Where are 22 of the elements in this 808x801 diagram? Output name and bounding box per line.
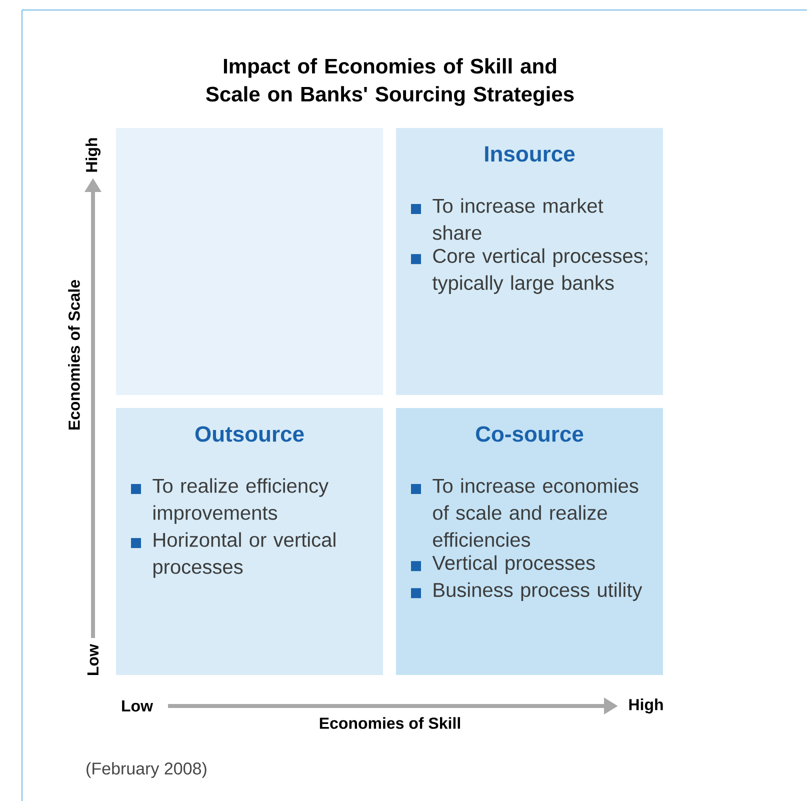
quadrant-heading: Insource: [485, 146, 575, 162]
axis-label: High: [629, 698, 663, 714]
quadrant-heading: Co-source: [476, 426, 584, 442]
title: Impact of Economies of Skill and Scale on Banks' Sourcing Strategies: [206, 58, 574, 106]
bullet-item: To realize efficiency improvements: [131, 478, 329, 524]
axis-label: Economies of Skill: [320, 717, 460, 729]
quadrant-box: [116, 408, 383, 675]
axis-label: High: [86, 138, 100, 172]
quadrant-heading: Outsource: [195, 426, 304, 442]
quadrant-box: [396, 128, 663, 395]
bullet-item: To increase market share: [411, 198, 604, 240]
bullet-item: Vertical processes: [411, 555, 595, 574]
source-note: (February 2008): [86, 762, 206, 778]
axis-label: Low: [122, 700, 154, 712]
bullet-item: Core vertical processes; typically large banks: [411, 248, 648, 294]
axis-label: Economies of Scale: [68, 280, 80, 430]
quadrant-box: [116, 128, 383, 395]
bullet-item: Horizontal or vertical processes: [131, 532, 336, 578]
bullet-item: Business process utility: [411, 582, 642, 601]
axis-label: Low: [87, 644, 99, 675]
quadrant-box: [396, 408, 663, 675]
bullet-item: To increase economies of scale and realize efficiencies: [411, 478, 638, 547]
